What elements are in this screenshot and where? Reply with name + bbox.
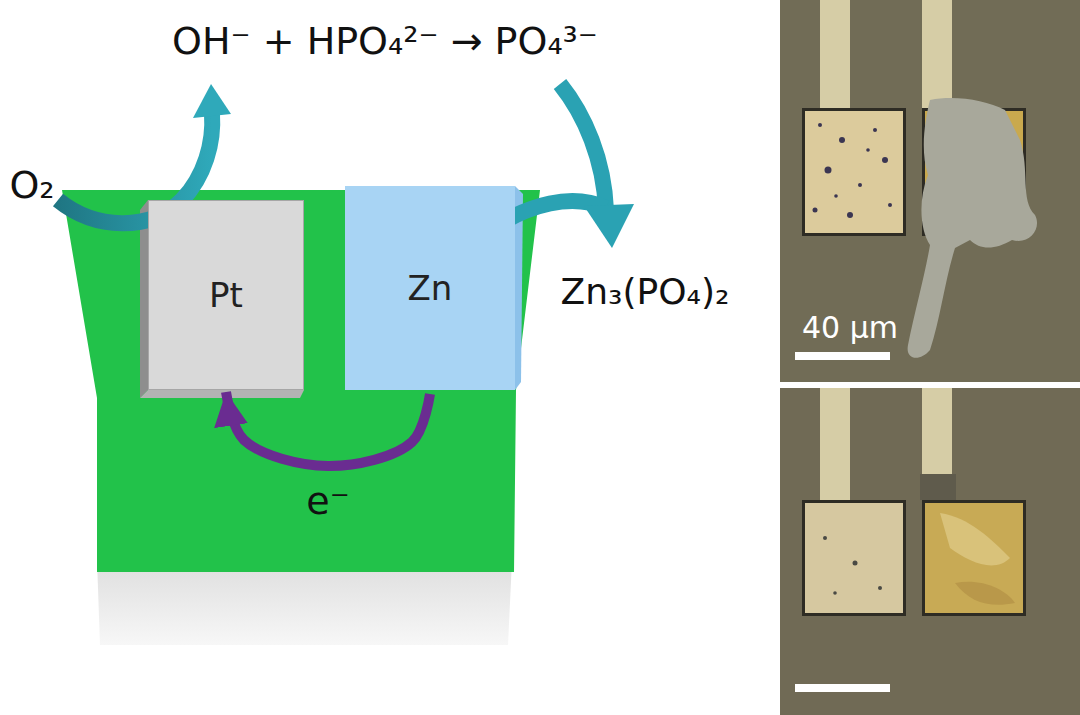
contact-trace [820,388,850,500]
zinc-electrode: Zn [345,186,515,390]
speckle [873,128,877,132]
electron-label: e⁻ [306,479,349,525]
deposit-blob [908,98,1037,358]
speckle [882,157,888,163]
speckle [866,148,870,152]
contact-trace [922,0,952,110]
micrograph [780,388,1080,715]
micrograph-ground [780,388,1080,715]
scale-bar [795,684,890,692]
scale-bar-label: 40 µm [802,310,898,346]
oxygen-label: O₂ [9,163,54,209]
speckle [853,561,858,566]
arrow-head [584,204,634,248]
electron-flow-arrow [226,392,430,466]
speckle [847,212,853,218]
speckle [878,586,882,590]
pad-border [802,500,906,616]
contact-trace [820,0,850,110]
pt-pad [805,111,903,233]
pad-patch [955,582,1015,605]
pad-border [922,500,1026,616]
speckle [813,208,818,213]
pad-speckles [823,536,882,595]
speckle [839,137,845,143]
trace-residue [920,474,956,500]
scale-bar [795,352,890,360]
speckle [888,203,892,207]
micrograph-ground [780,0,1080,382]
pad-patch [940,513,1010,565]
electrode-label: Zn [408,268,453,308]
micrograph [780,0,1080,382]
pad-border [802,108,906,236]
speckle [834,194,838,198]
substrate-base [97,560,512,645]
platinum-electrode: Pt [148,200,304,390]
speckle [833,591,837,595]
speckle [818,123,822,127]
pt-pad [805,503,903,613]
electrode-side [140,390,304,398]
speckle [825,167,832,174]
pad-speckles [813,123,893,218]
arrow-head [193,84,231,118]
phosphate-arrow [560,84,606,210]
product-label: Zn₃(PO₄)₂ [561,270,730,313]
electrode-label: Pt [209,275,243,315]
reaction-equation: OH⁻ + HPO₄²⁻ → PO₄³⁻ [172,19,598,65]
zn-pad [925,503,1023,613]
speckle [858,183,862,187]
speckle [823,536,827,540]
